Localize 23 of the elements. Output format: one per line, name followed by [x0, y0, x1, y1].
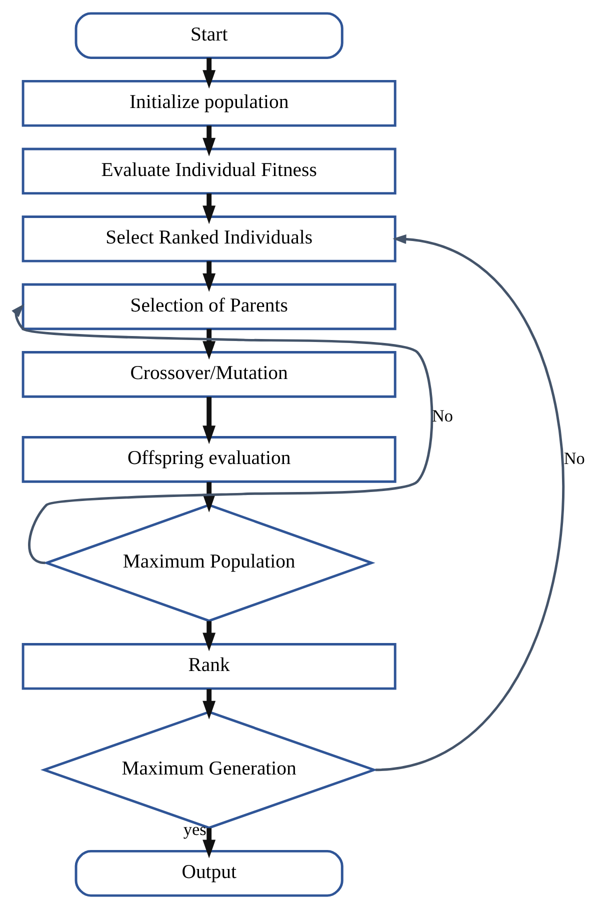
- arrow: [374, 234, 564, 772]
- arrow: [202, 126, 216, 156]
- arrow: [202, 621, 216, 652]
- node-box: Evaluate Individual Fitness: [21, 148, 396, 195]
- node-box: Output: [74, 850, 343, 897]
- arrow: [202, 482, 216, 512]
- node-box: Offspring evaluation: [21, 436, 396, 483]
- arrow: [202, 58, 216, 89]
- node-box: Initialize population: [21, 80, 396, 127]
- node-box: Select Ranked Individuals: [21, 216, 396, 262]
- arrow: [202, 828, 216, 858]
- arrow: [202, 689, 216, 720]
- arrow: [202, 193, 216, 224]
- arrow: [202, 396, 216, 444]
- node-box: Rank: [21, 643, 396, 690]
- edge-label: No: [563, 448, 584, 468]
- arrow: [11, 304, 433, 564]
- arrow: [202, 328, 216, 360]
- node-diamond: Maximum Population: [42, 504, 375, 622]
- node-box: Selection of Parents: [21, 283, 396, 330]
- arrow: [202, 261, 216, 292]
- node-box: Start: [74, 12, 343, 60]
- node-box: Crossover/Mutation: [21, 351, 396, 398]
